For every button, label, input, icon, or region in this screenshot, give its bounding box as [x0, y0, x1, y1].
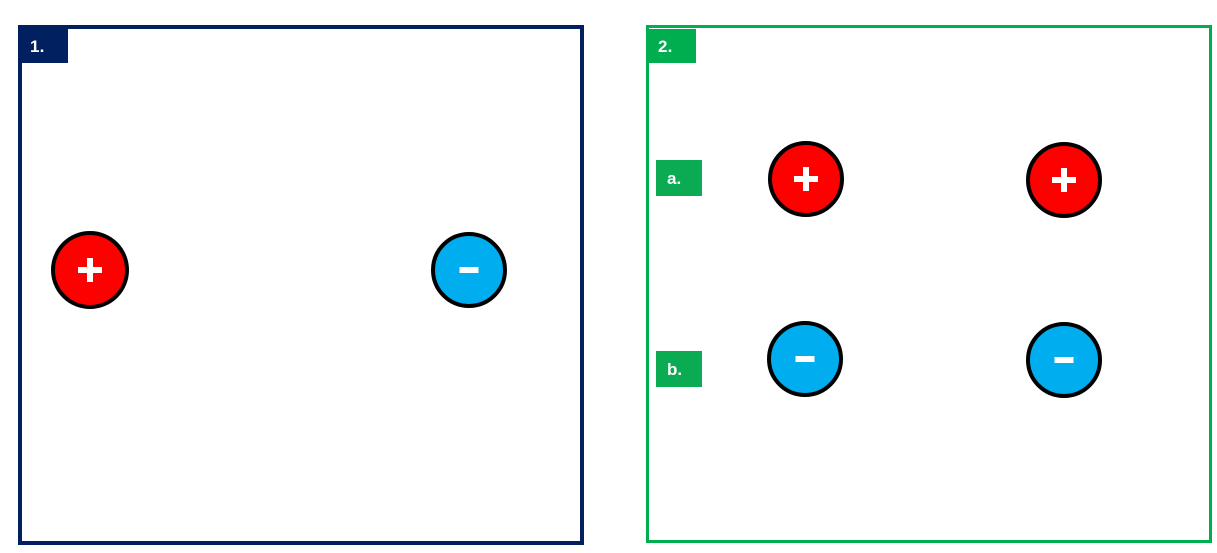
plus-icon [791, 164, 821, 194]
panel-2-row-b-label: b. [667, 359, 683, 379]
panel-2-row-a-label: a. [667, 168, 682, 188]
minus-icon [1049, 345, 1079, 375]
panel-2-row-b-badge: b. [656, 351, 702, 387]
panel-2-number-label: 2. [658, 36, 673, 56]
panel-1-number-badge: 1. [18, 29, 68, 63]
plus-icon [1049, 165, 1079, 195]
panel-2-row-a-badge: a. [656, 160, 702, 196]
minus-icon [790, 344, 820, 374]
panel-2-number-badge: 2. [646, 29, 696, 63]
panel-2-diagram [646, 25, 1212, 543]
charge-negative-panel1 [431, 232, 507, 308]
plus-icon [75, 255, 105, 285]
charge-positive-row-a-left [768, 141, 844, 217]
charge-positive-panel1 [51, 231, 129, 309]
charge-negative-row-b-right [1026, 322, 1102, 398]
minus-icon [454, 255, 484, 285]
charge-negative-row-b-left [767, 321, 843, 397]
panel-1-number-label: 1. [30, 36, 45, 56]
charge-positive-row-a-right [1026, 142, 1102, 218]
